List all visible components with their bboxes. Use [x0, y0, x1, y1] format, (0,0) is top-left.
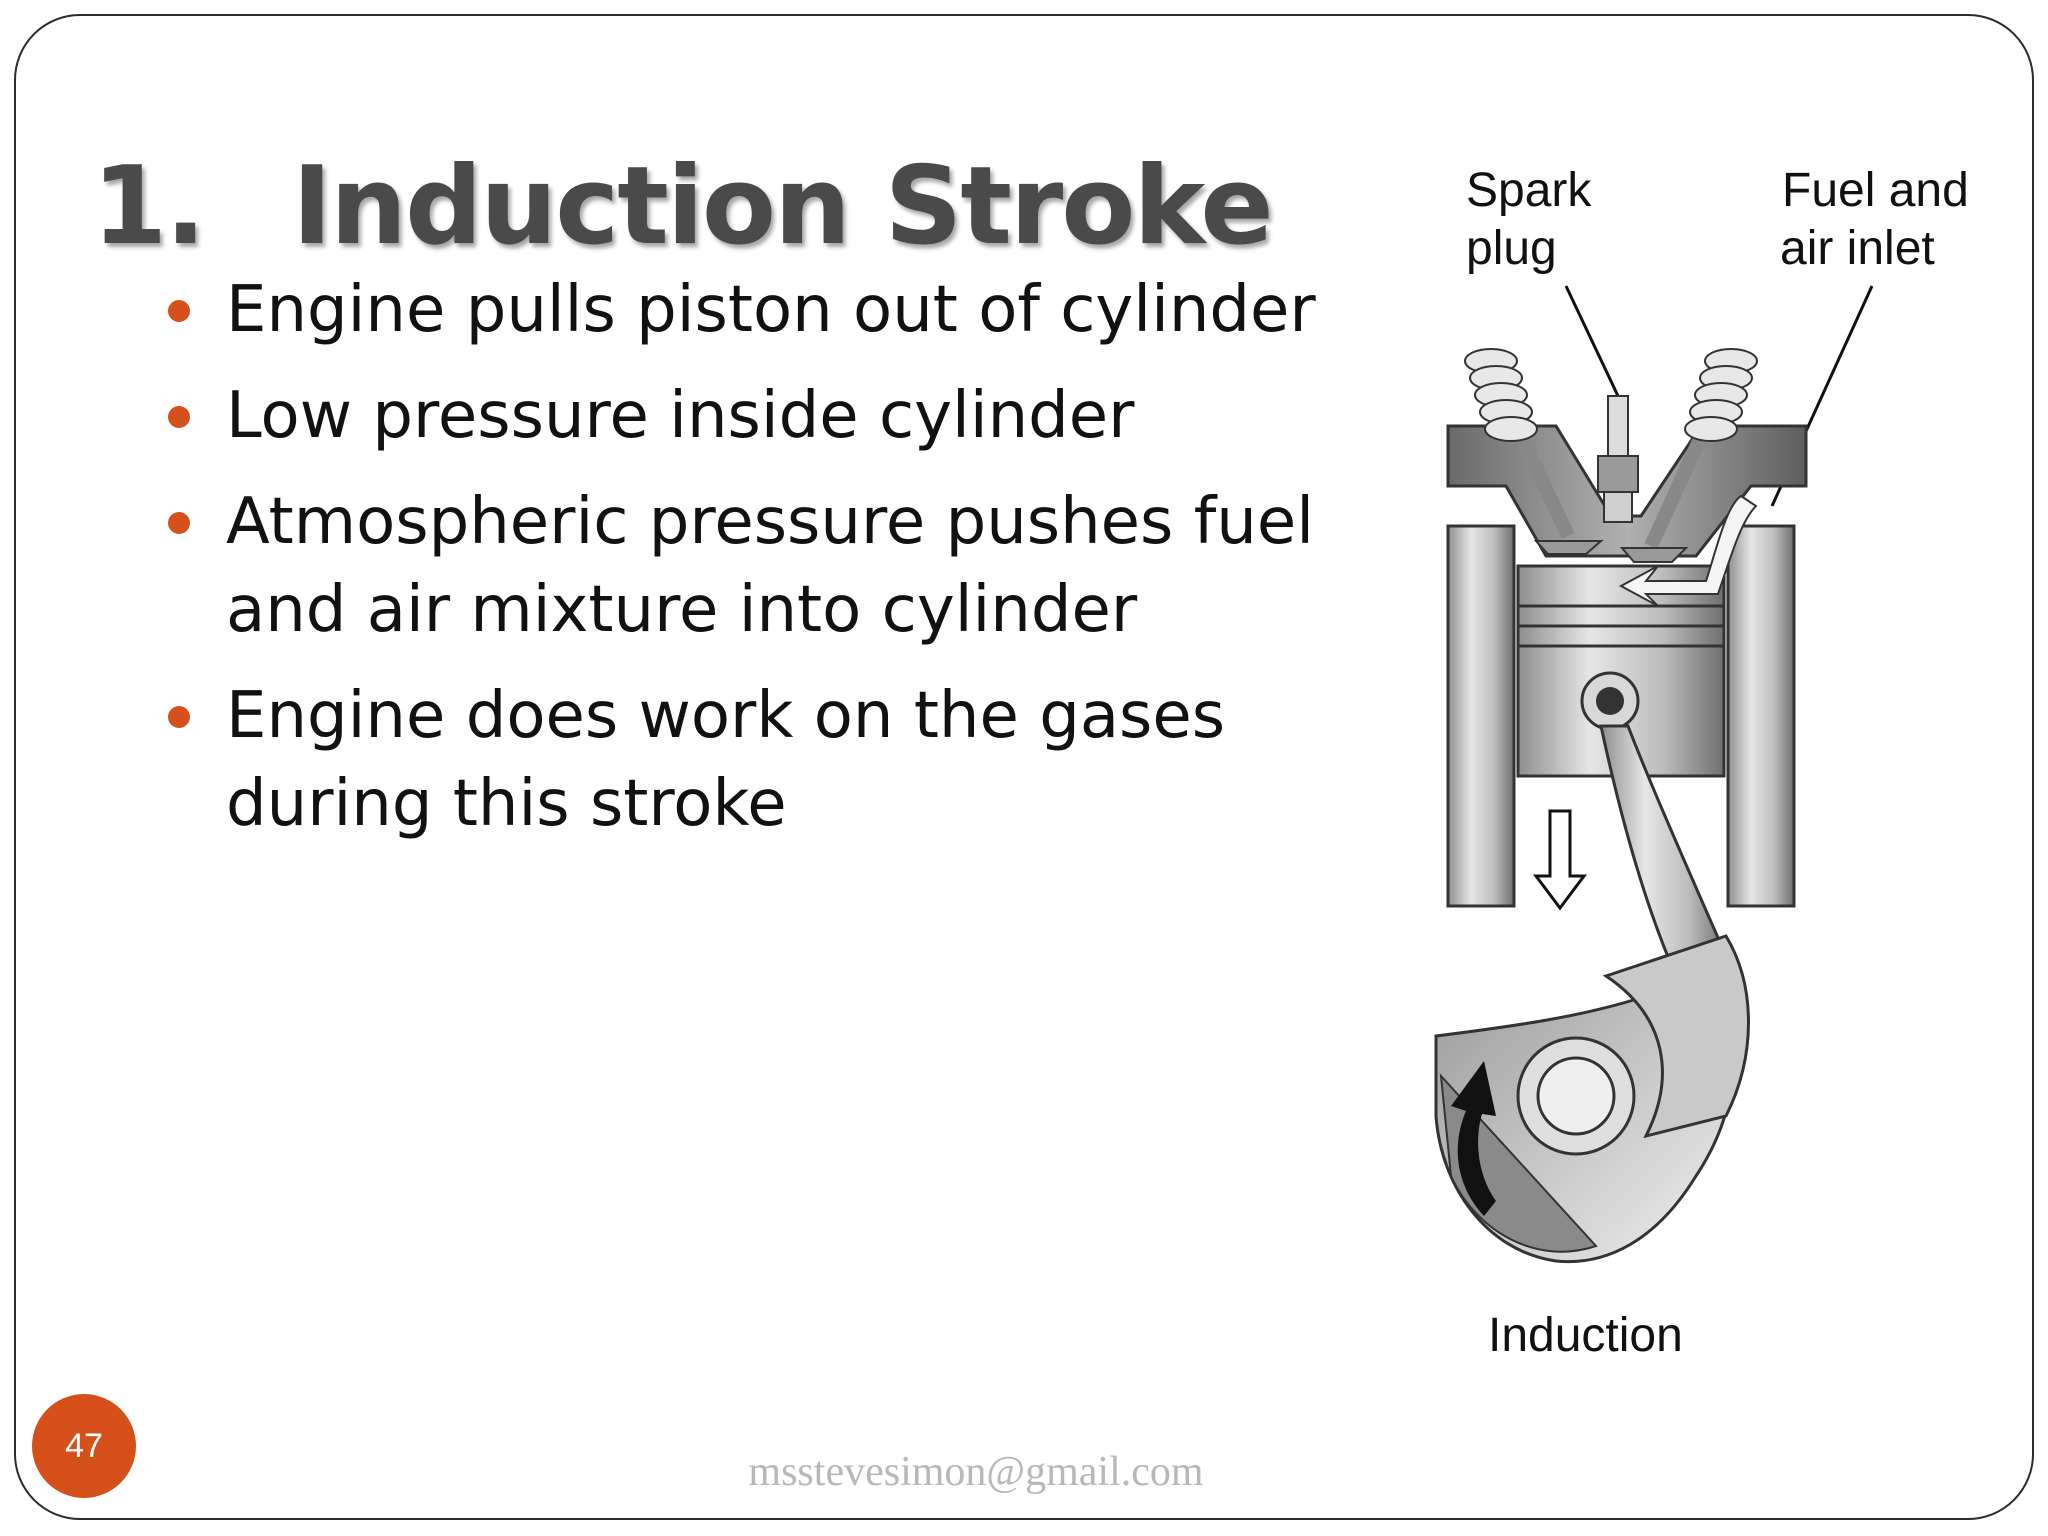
bullet-text: Low pressure inside cylinder: [226, 379, 1135, 453]
footer-email: msstevesimon@gmail.com: [748, 1449, 1204, 1495]
spark-plug-leader-line: [1564, 285, 1620, 397]
bullet-text: Engine pulls piston out of cylinder: [226, 273, 1316, 347]
cylinder-wall-right: [1726, 524, 1796, 908]
bullet-item: Low pressure inside cylinder: [162, 372, 1322, 460]
slide-title: 1. Induction Stroke: [92, 144, 1274, 269]
engine-diagram: Spark plug Fuel and air inlet: [1434, 164, 1969, 1362]
exhaust-valve: [1464, 348, 1604, 555]
bullet-item: Engine does work on the gases during thi…: [162, 672, 1322, 848]
bullet-text: Engine does work on the gases during thi…: [226, 679, 1226, 841]
crank-rotation-arrow: [1451, 1061, 1496, 1216]
spark-plug: [1597, 395, 1639, 523]
label-spark-line1: Spark: [1466, 164, 1592, 217]
slide-frame: 1. Induction Stroke Engine pulls piston o…: [14, 14, 2034, 1520]
intake-valve: [1619, 348, 1758, 563]
label-spark-line2: plug: [1466, 222, 1557, 275]
label-fuel-line2: air inlet: [1780, 222, 1935, 275]
title-text: Induction Stroke: [292, 144, 1274, 269]
bullet-item: Atmospheric pressure pushes fuel and air…: [162, 478, 1322, 654]
piston-down-arrow: [1533, 809, 1587, 911]
page-number-badge: 47: [32, 1394, 136, 1498]
bullet-list: Engine pulls piston out of cylinder Low …: [162, 266, 1322, 866]
title-number: 1.: [92, 144, 206, 269]
intake-flow-arrow: [1618, 494, 1758, 607]
bullet-dot: [168, 300, 190, 322]
bullet-dot: [168, 512, 190, 534]
cylinder-wall-left: [1446, 524, 1516, 908]
bullet-dot: [168, 706, 190, 728]
bullet-item: Engine pulls piston out of cylinder: [162, 266, 1322, 354]
bullet-text: Atmospheric pressure pushes fuel and air…: [226, 485, 1314, 647]
bullet-dot: [168, 406, 190, 428]
label-fuel-line1: Fuel and: [1782, 164, 1969, 217]
diagram-caption: Induction: [1488, 1309, 1683, 1362]
